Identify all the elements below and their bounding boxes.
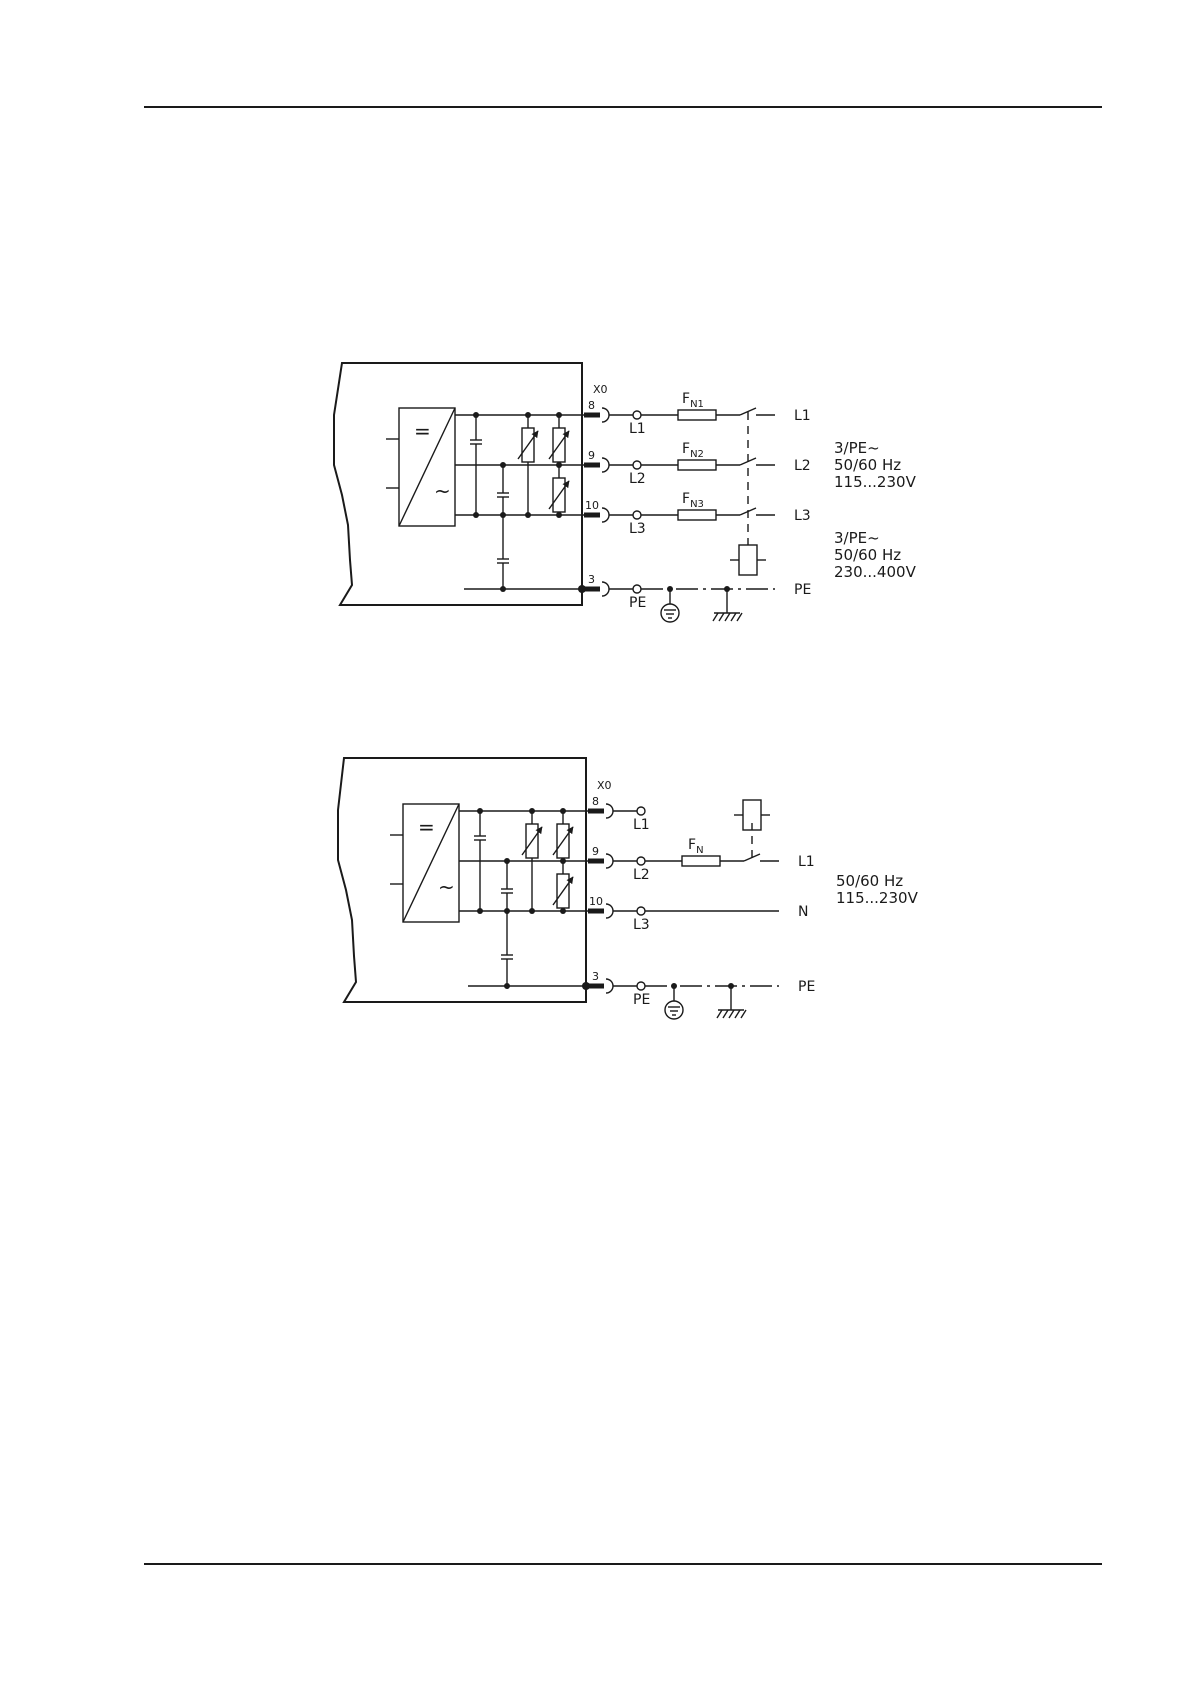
terminal-label: L2 xyxy=(633,867,650,883)
header-rule xyxy=(144,106,1102,108)
connector-label: X0 xyxy=(593,383,608,396)
supply-spec: 50/60 Hz xyxy=(834,456,901,474)
wiring-diagram-three-phase: = ~ X0 8 9 10 3 L1 L2 L3 PE FN1 FN2 FN3 … xyxy=(330,355,930,645)
terminal-label: PE xyxy=(633,992,650,1008)
line-label: PE xyxy=(798,979,815,995)
symbol-dc: = xyxy=(418,815,435,839)
terminal-number: 10 xyxy=(585,499,599,512)
terminal-number: 8 xyxy=(588,399,595,412)
terminal-number: 3 xyxy=(588,573,595,586)
fuse-label: FN3 xyxy=(682,491,704,510)
terminal-label: L1 xyxy=(633,817,650,833)
connector-label: X0 xyxy=(597,779,612,792)
line-label: L1 xyxy=(794,408,811,424)
line-label: N xyxy=(798,904,808,920)
terminal-number: 9 xyxy=(592,845,599,858)
terminal-label: L3 xyxy=(633,917,650,933)
supply-spec: 115...230V xyxy=(834,473,917,491)
device-housing xyxy=(334,363,582,605)
contactor-coil xyxy=(739,545,757,575)
fuse-fn3 xyxy=(678,510,716,520)
supply-spec: 50/60 Hz xyxy=(836,872,903,890)
terminal-label: L2 xyxy=(629,471,646,487)
fuse-fn1 xyxy=(678,410,716,420)
wiring-diagram-single-phase: = ~ X0 8 9 10 3 L1 L2 L3 PE FN L1 N PE 5… xyxy=(330,750,930,1040)
line-label: L3 xyxy=(794,508,811,524)
fuse-fn xyxy=(682,856,720,866)
fuse-label: FN xyxy=(688,837,704,856)
symbol-ac: ~ xyxy=(438,875,455,899)
device-housing xyxy=(338,758,586,1002)
fuse-label: FN1 xyxy=(682,391,704,410)
supply-spec: 3/PE~ xyxy=(834,439,880,457)
terminal-number: 9 xyxy=(588,449,595,462)
terminal-label: L1 xyxy=(629,421,646,437)
line-label: L2 xyxy=(794,458,811,474)
footer-rule xyxy=(144,1563,1102,1565)
supply-spec: 115...230V xyxy=(836,889,919,907)
line-label: L1 xyxy=(798,854,815,870)
symbol-ac: ~ xyxy=(434,479,451,503)
supply-spec: 50/60 Hz xyxy=(834,546,901,564)
terminal-number: 3 xyxy=(592,970,599,983)
terminal-label: L3 xyxy=(629,521,646,537)
symbol-dc: = xyxy=(414,419,431,443)
fuse-label: FN2 xyxy=(682,441,704,460)
supply-spec: 3/PE~ xyxy=(834,529,880,547)
line-label: PE xyxy=(794,582,811,598)
terminal-number: 8 xyxy=(592,795,599,808)
terminal-number: 10 xyxy=(589,895,603,908)
fuse-fn2 xyxy=(678,460,716,470)
terminal-label: PE xyxy=(629,595,646,611)
supply-spec: 230...400V xyxy=(834,563,917,581)
